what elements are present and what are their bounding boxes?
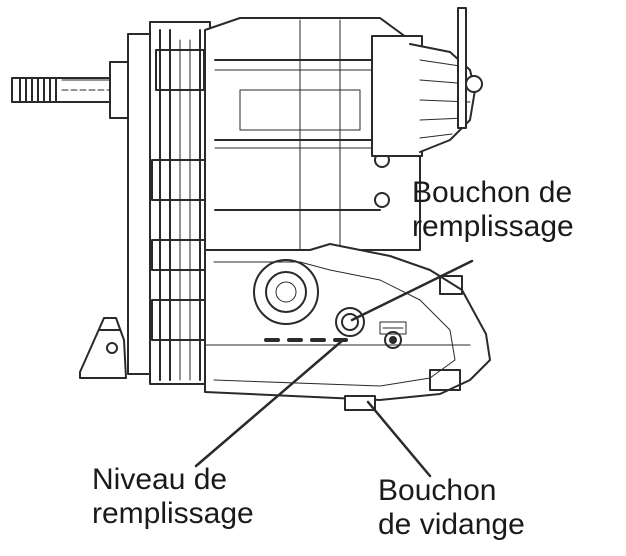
drain-plug-leader — [366, 400, 432, 478]
fill-plug-label-line1: Bouchon de — [412, 176, 573, 209]
right-end-cap — [371, 7, 483, 157]
fill-level-label-line1: Niveau de — [92, 463, 228, 496]
drain-plug-label: Bouchon de vidange — [378, 474, 525, 542]
fill-plug-symbol — [335, 307, 407, 349]
mounting-bracket — [79, 317, 127, 379]
fill-level-label-line2: remplissage — [92, 497, 254, 530]
drain-plug-label-line1: Bouchon — [378, 474, 497, 507]
fill-plug-label-line2: remplissage — [412, 210, 574, 243]
fill-plug-label: Bouchon de remplissage — [412, 176, 574, 244]
left-flange — [127, 21, 211, 385]
input-shaft — [11, 61, 133, 119]
fill-plug-leader — [350, 259, 474, 322]
fill-level-label: Niveau de remplissage — [92, 463, 254, 531]
drain-plug-label-line2: de vidange — [378, 508, 525, 541]
fill-level-leader — [194, 338, 345, 468]
